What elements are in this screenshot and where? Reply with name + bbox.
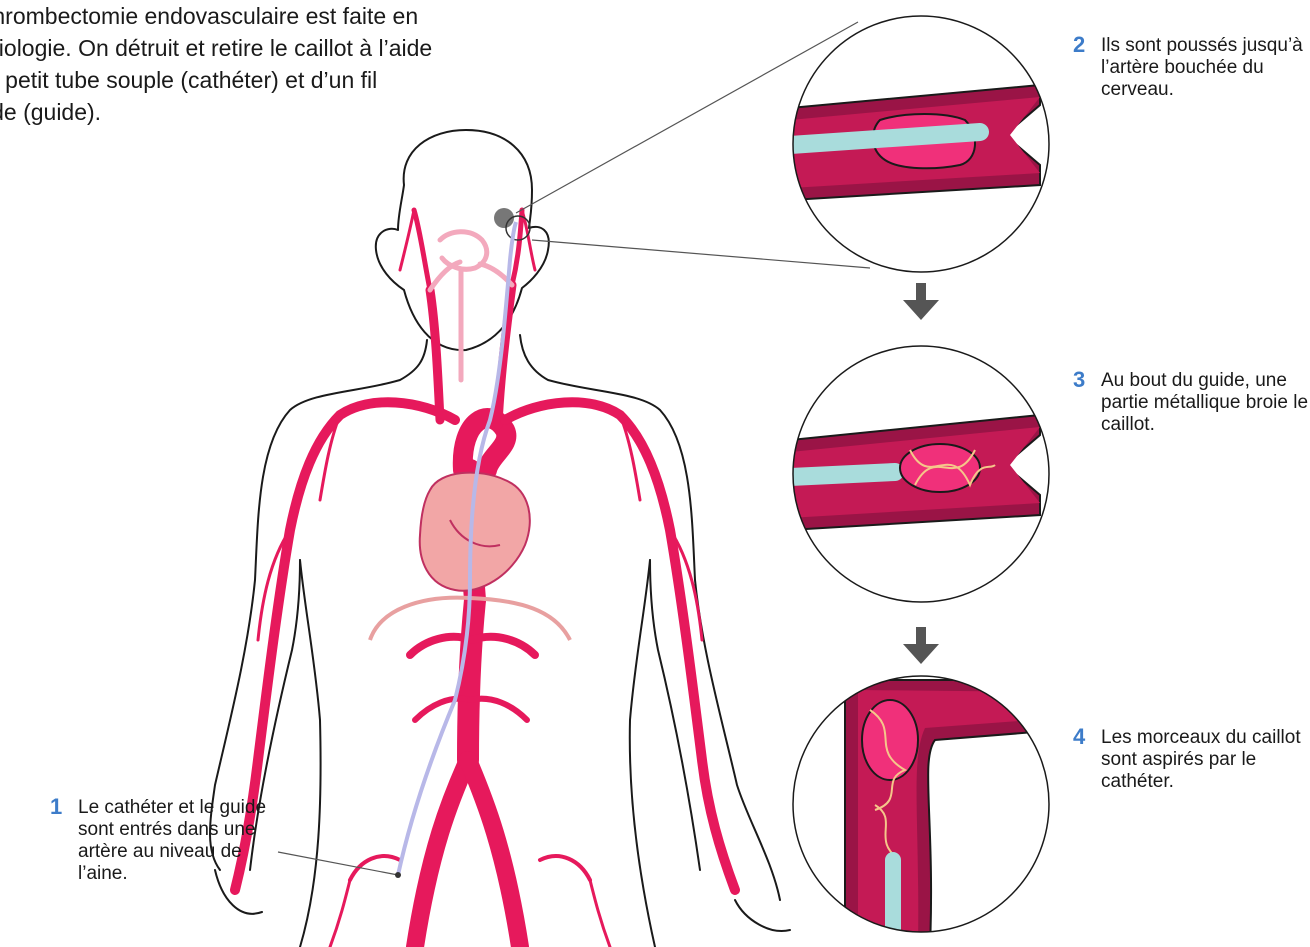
step-4-number: 4 (1073, 726, 1085, 748)
step-3-caption: 3 Au bout du guide, une partie métalliqu… (1073, 370, 1309, 436)
step-1-caption: 1 Le cathéter et le guide sont entrés da… (50, 797, 282, 885)
step-3-number: 3 (1073, 369, 1085, 391)
zoom-circle-4 (780, 660, 1080, 947)
step-4-caption: 4 Les morceaux du caillot sont aspirés p… (1073, 727, 1309, 793)
zoom-circle-2 (780, 0, 1080, 300)
step-1-text: Le cathéter et le guide sont entrés dans… (78, 797, 282, 885)
down-arrow-1 (903, 283, 939, 320)
groin-entry-point (395, 872, 401, 878)
step-2-number: 2 (1073, 34, 1085, 56)
step-3-text: Au bout du guide, une partie métallique … (1101, 370, 1309, 436)
step-2-caption: 2 Ils sont poussés jusqu’à l’artère bouc… (1073, 35, 1309, 101)
step-4-text: Les morceaux du caillot sont aspirés par… (1101, 727, 1309, 793)
leader-lines (278, 22, 870, 875)
down-arrow-2 (903, 627, 939, 664)
step-2-text: Ils sont poussés jusqu’à l’artère bouché… (1101, 35, 1309, 101)
step-1-number: 1 (50, 796, 62, 818)
zoom-circle-3 (780, 330, 1080, 630)
